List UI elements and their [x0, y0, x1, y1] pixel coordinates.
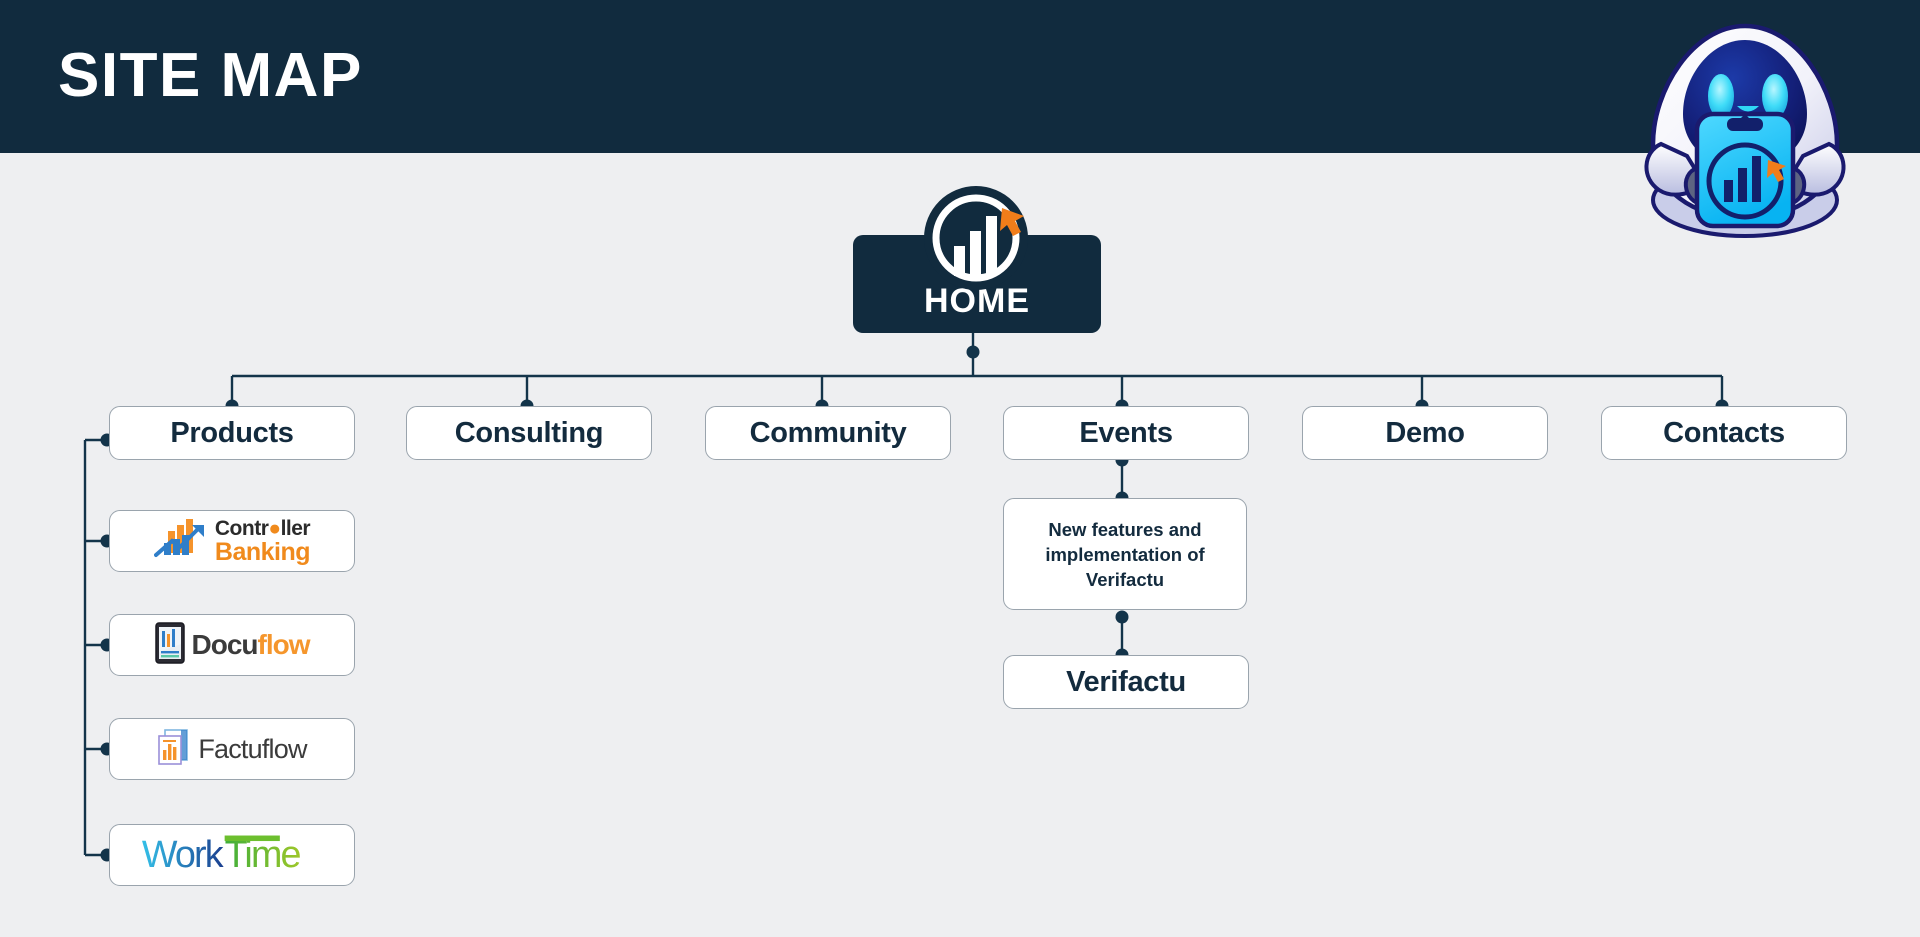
node-demo-label: Demo: [1385, 416, 1465, 449]
node-demo[interactable]: Demo: [1302, 406, 1548, 460]
docuflow-secondary-text: flow: [257, 629, 311, 660]
node-events-label: Events: [1079, 416, 1173, 449]
node-verifactu-announcement[interactable]: New features and implementation of Verif…: [1003, 498, 1247, 610]
docuflow-primary-text: Docu: [191, 629, 259, 660]
node-contacts-label: Contacts: [1663, 416, 1785, 449]
controller-banking-primary-text: Contr●ller: [214, 516, 311, 540]
node-verifactu-announcement-label: New features and implementation of Verif…: [1045, 518, 1205, 590]
node-consulting[interactable]: Consulting: [406, 406, 652, 460]
node-community-label: Community: [749, 416, 907, 449]
node-controller-banking[interactable]: Contr●ller Banking: [109, 510, 355, 572]
bar-chart-cursor-logo-icon: [916, 178, 1036, 298]
page-header: SITE MAP: [0, 0, 1920, 153]
page-title: SITE MAP: [58, 41, 363, 110]
node-worktime[interactable]: Work Time: [109, 824, 355, 886]
node-verifactu-label: Verifactu: [1066, 665, 1186, 698]
node-community[interactable]: Community: [705, 406, 951, 460]
node-events[interactable]: Events: [1003, 406, 1249, 460]
node-factuflow[interactable]: Factuflow: [109, 718, 355, 780]
node-products-label: Products: [170, 416, 294, 449]
node-verifactu[interactable]: Verifactu: [1003, 655, 1249, 709]
node-docuflow[interactable]: Docuflow: [109, 614, 355, 676]
tablet-document-icon: [154, 621, 185, 669]
node-products[interactable]: Products: [109, 406, 355, 460]
worktime-wordmark-icon: Work Time: [139, 830, 325, 881]
node-contacts[interactable]: Contacts: [1601, 406, 1847, 460]
node-consulting-label: Consulting: [454, 416, 604, 449]
robot-mascot-icon: [1625, 18, 1865, 240]
bar-chart-arrow-icon: [153, 518, 208, 564]
controller-banking-secondary-text: Banking: [214, 537, 311, 566]
factuflow-text: Factuflow: [198, 733, 307, 764]
invoice-chart-icon: [157, 728, 191, 771]
svg-text:Work: Work: [142, 832, 224, 874]
